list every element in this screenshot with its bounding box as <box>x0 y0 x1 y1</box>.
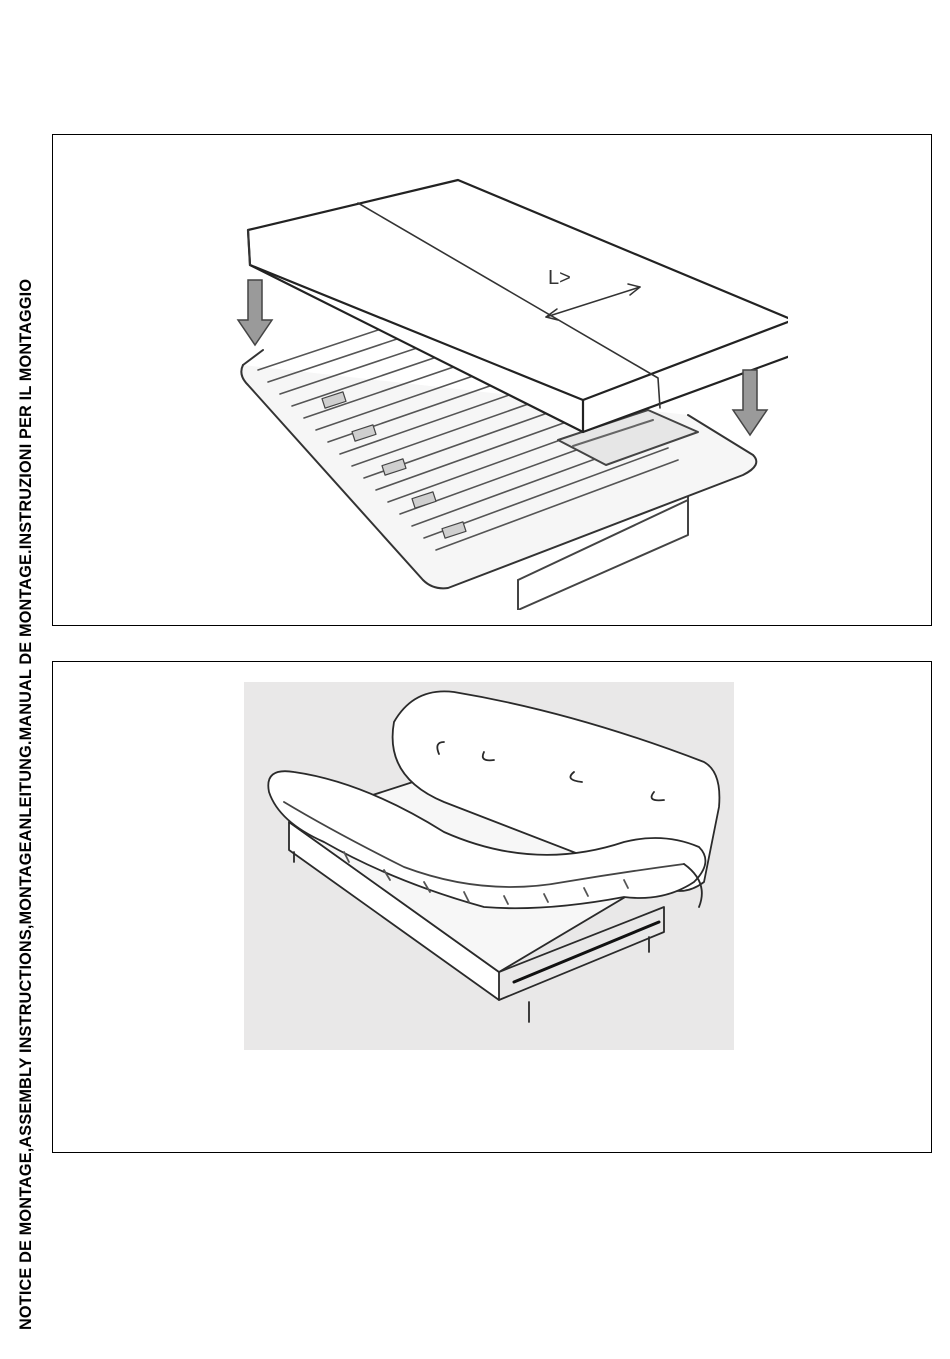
document-side-title: NOTICE DE MONTAGE,ASSEMBLY INSTRUCTIONS,… <box>18 279 34 1330</box>
assembled-sofa-illustration <box>244 682 734 1050</box>
figure-frame-mattress: L> <box>52 134 932 626</box>
mattress-on-frame-illustration: L> <box>228 170 788 610</box>
dimension-label: L> <box>548 267 571 289</box>
figure-frame-sofa <box>52 661 932 1153</box>
down-arrow-icon <box>733 370 767 435</box>
down-arrow-icon <box>238 280 272 345</box>
